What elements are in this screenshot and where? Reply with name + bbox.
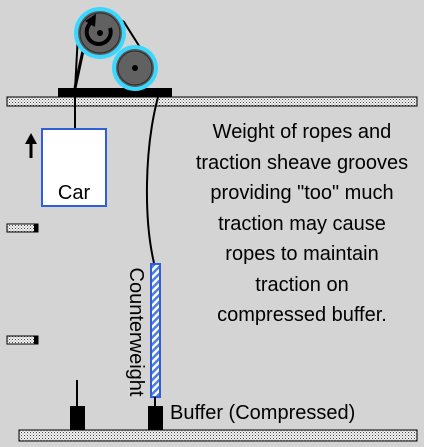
clockwise-arrow-icon (84, 14, 113, 46)
counterweight-label: Counterweight (125, 267, 147, 397)
counterweight-frame (150, 263, 161, 398)
machine-room-floor-beam (6, 96, 418, 107)
landing-sill-lower-edge (34, 336, 38, 344)
car-buffer (70, 380, 85, 430)
pit-floor-beam (18, 429, 418, 442)
buffer-label: Buffer (Compressed) (170, 402, 356, 424)
hoist-rope-counterweight-side (145, 96, 159, 264)
up-arrow-icon (25, 133, 37, 158)
landing-sill-lower (6, 335, 39, 345)
landing-sill-upper-edge (34, 224, 38, 232)
car-label: Car (57, 182, 91, 204)
counterweight-buffer (148, 397, 163, 430)
deflector-sheave (112, 45, 158, 91)
machine-bedplate (58, 88, 172, 97)
landing-sill-upper (6, 223, 39, 233)
elevator-car (41, 128, 107, 207)
explanation-text: Weight of ropes and traction sheave groo… (195, 121, 409, 326)
